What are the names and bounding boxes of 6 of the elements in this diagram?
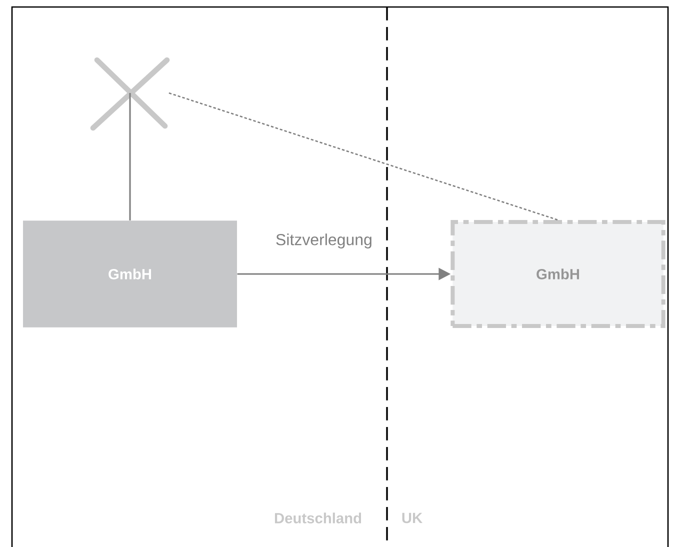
connector-line (129, 93, 131, 220)
edge-label: Sitzverlegung (276, 234, 372, 248)
cross-symbol (90, 57, 170, 131)
dotted-line (168, 92, 558, 221)
company-box: GmbH (450, 220, 666, 328)
company-box: GmbH (23, 220, 237, 328)
